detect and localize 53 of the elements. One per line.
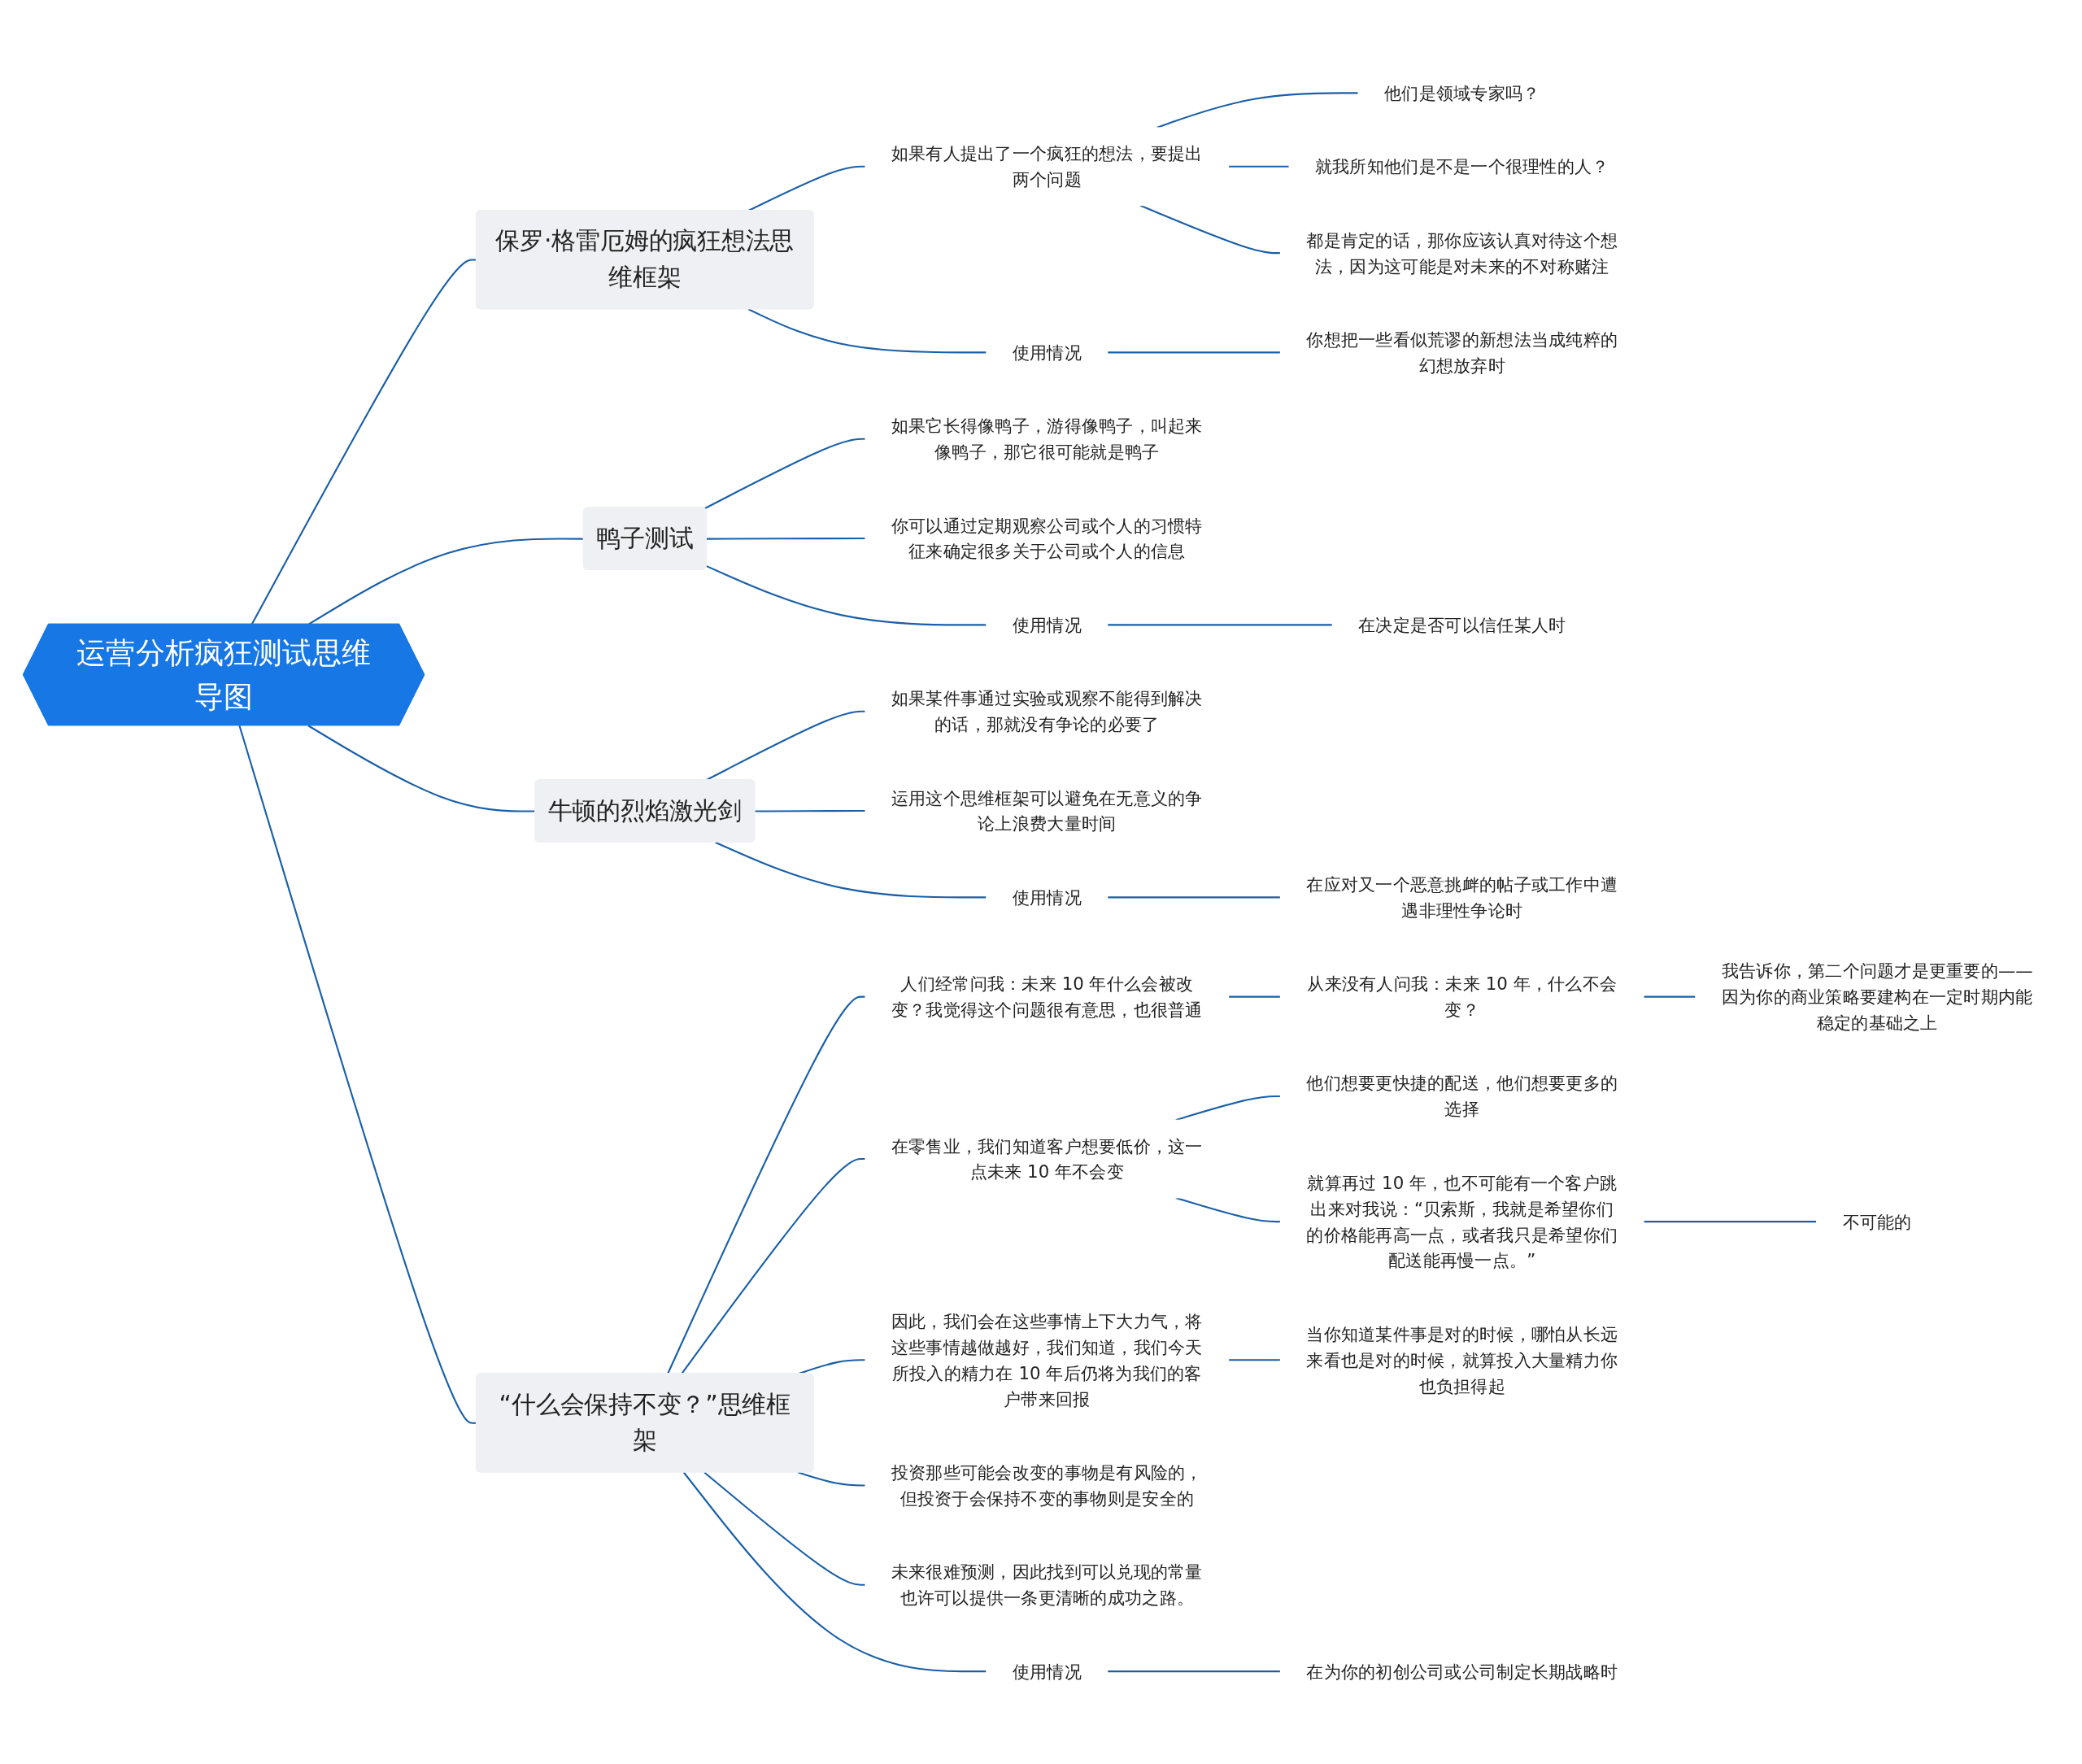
node-text: 如果它长得像鸭子，游得像鸭子，叫起来像鸭子，那它很可能就是鸭子 [891, 415, 1203, 463]
connector [704, 438, 865, 509]
connector [1175, 1196, 1281, 1222]
connector [681, 1157, 865, 1374]
connector [747, 308, 987, 354]
connector [798, 1471, 865, 1487]
connector [706, 564, 987, 626]
node-text: 使用情况 [1012, 886, 1082, 908]
node-text: 在应对又一个恶意挑衅的帖子或工作中遭遇非理性争论时 [1306, 873, 1618, 921]
connector [1107, 624, 1333, 626]
node-text: 都是肯定的话，那你应该认真对待这个想法，因为这可能是对未来的不对称赌注 [1306, 229, 1618, 277]
connector [706, 537, 865, 540]
node-text: 未来很难预测，因此找到可以兑现的常量也许可以提供一条更清晰的成功之路。 [891, 1561, 1203, 1609]
node-text: 不可能的 [1842, 1211, 1912, 1232]
node-text: 使用情况 [1012, 1661, 1082, 1682]
node-text: 因此，我们会在这些事情上下大力气，将这些事情越做越好，我们知道，我们今天所投入的精力在 10 年后仍将为我们的客户带来回报 [891, 1310, 1203, 1409]
connector [1107, 896, 1281, 899]
node-text: 你可以通过定期观察公司或个人的习惯特征来确定很多关于公司或个人的信息 [891, 515, 1203, 562]
connector [715, 841, 987, 899]
node-text: 运用这个思维框架可以避免在无意义的争论上浪费大量时间 [891, 787, 1203, 834]
connector [307, 538, 584, 625]
node-text: 如果某件事通过实验或观察不能得到解决的话，那就没有争论的必要了 [891, 687, 1203, 735]
node-text: 我告诉你，第二个问题才是更重要的——因为你的商业策略要建构在一定时期内能稳定的基础之上 [1721, 960, 2033, 1034]
node-text: 就我所知他们是不是一个很理性的人？ [1314, 155, 1609, 177]
connector [1228, 165, 1290, 168]
node-text: 从来没有人问我：未来 10 年，什么不会变？ [1307, 973, 1618, 1021]
node-text: 在零售业，我们知道客户想要低价，这一点未来 10 年不会变 [891, 1135, 1203, 1183]
connector [1107, 1670, 1281, 1672]
connector [1139, 204, 1281, 254]
node-text: 当你知道某件事是对的时候，哪怕从长远来看也是对的时候，就算投入大量精力你也负担得起 [1306, 1323, 1618, 1396]
connector [1156, 92, 1359, 128]
connector [1644, 1220, 1817, 1222]
connector [682, 1471, 987, 1672]
node-text: 在决定是否可以信任某人时 [1358, 614, 1566, 635]
node-text: 使用情况 [1012, 614, 1082, 635]
node-text: 使用情况 [1012, 342, 1082, 363]
connector [755, 809, 865, 812]
connector [1228, 1358, 1281, 1361]
connector [1644, 995, 1696, 998]
connector [667, 995, 865, 1374]
node-text: 人们经常问我：未来 10 年什么会被改变？我觉得这个问题很有意思，也很普通 [891, 973, 1203, 1021]
node-text: 他们是领域专家吗？ [1384, 82, 1540, 103]
node-text: 他们想要更快捷的配送，他们想要更多的选择 [1306, 1072, 1618, 1120]
node-text: 如果有人提出了一个疯狂的想法，要提出两个问题 [891, 142, 1203, 190]
connector [705, 710, 865, 781]
node-text: 你想把一些看似荒谬的新想法当成纯粹的幻想放弃时 [1306, 329, 1618, 376]
node-text: 在为你的初创公司或公司制定长期战略时 [1306, 1661, 1618, 1682]
connector [1107, 351, 1281, 354]
node-text: 投资那些可能会改变的事物是有风险的，但投资于会保持不变的事物则是安全的 [891, 1461, 1203, 1509]
connector [1228, 995, 1281, 998]
connector [747, 165, 865, 211]
connector [703, 1471, 865, 1586]
node-text: 就算再过 10 年，也不可能有一个客户跳出来对我说：“贝索斯，我就是希望你们的价格能再高一点，或者我只是希望你们配送能再慢一点。” [1306, 1172, 1618, 1271]
